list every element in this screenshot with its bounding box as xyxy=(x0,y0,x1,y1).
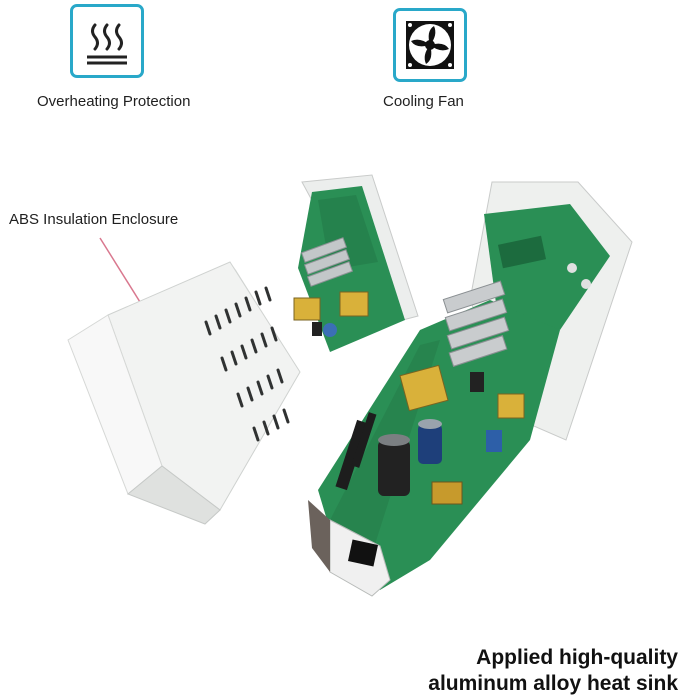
left-unit xyxy=(67,174,419,525)
heat-waves-icon xyxy=(87,23,127,65)
caption-line-2: aluminum alloy heat sink xyxy=(428,672,678,696)
abs-enclosure-callout-label: ABS Insulation Enclosure xyxy=(9,211,179,228)
overheating-protection-label: Overheating Protection xyxy=(37,93,191,110)
right-unit xyxy=(308,181,633,597)
cooling-fan-icon-box xyxy=(393,8,467,82)
overheating-protection-icon-box xyxy=(70,4,144,78)
heat-sink-caption: Applied high-quality aluminum alloy heat… xyxy=(428,645,678,698)
fan-icon xyxy=(406,21,454,69)
caption-line-1: Applied high-quality xyxy=(476,646,678,669)
cooling-fan-label: Cooling Fan xyxy=(383,93,464,110)
